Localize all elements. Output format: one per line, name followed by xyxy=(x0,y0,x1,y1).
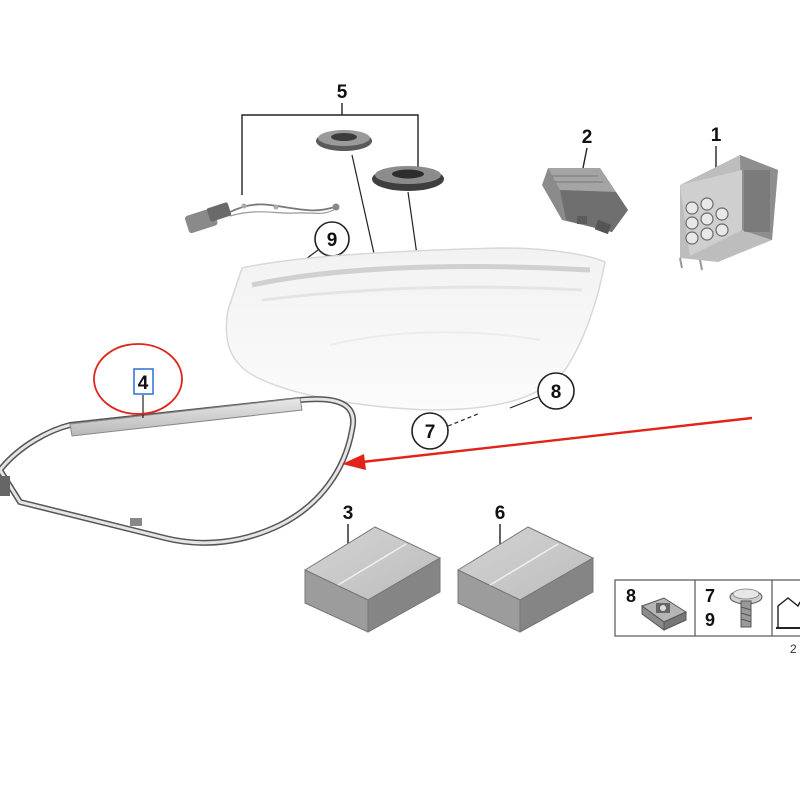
part-2-group: 2 xyxy=(542,127,628,235)
legend-clip-label: 8 xyxy=(626,586,636,606)
leader-8 xyxy=(509,396,539,409)
part-4-group: 4 xyxy=(0,343,357,546)
part-5-group: 5 xyxy=(241,82,444,263)
arrow-head xyxy=(342,454,366,470)
clip-icon xyxy=(640,597,688,631)
legend-screw-label-bottom: 9 xyxy=(705,610,715,630)
seal-lower xyxy=(372,166,444,191)
part-6-group: 6 xyxy=(456,503,595,633)
highlight-arrow xyxy=(342,416,753,470)
callout-5: 5 xyxy=(337,82,348,103)
callout-8: 8 xyxy=(551,382,562,403)
callout-7-group: 7 xyxy=(411,412,479,450)
leader-5 xyxy=(241,114,419,195)
bracket-symbol-icon xyxy=(776,597,800,629)
small-parts-legend: 8 7 9 2 xyxy=(614,579,800,656)
part-1-group: 1 xyxy=(679,125,778,271)
part-3-group: 3 xyxy=(303,503,442,633)
callout-7-circle xyxy=(411,412,449,450)
callout-4: 4 xyxy=(138,373,149,394)
selection-box-4 xyxy=(133,368,154,395)
box-3 xyxy=(303,526,442,633)
headlight-lens xyxy=(225,247,606,411)
callout-7: 7 xyxy=(425,422,436,443)
leader-2 xyxy=(582,147,588,169)
light-guide-inner xyxy=(0,397,355,545)
seal-upper xyxy=(316,130,372,151)
arrow-shaft xyxy=(361,416,753,464)
led-module xyxy=(679,155,778,271)
callout-6: 6 xyxy=(495,503,506,524)
light-guide-bar xyxy=(69,397,303,437)
highlight-circle xyxy=(93,343,183,415)
diagram-id-number: 2 xyxy=(790,642,797,656)
control-unit xyxy=(542,168,628,235)
callout-9: 9 xyxy=(327,230,338,251)
leader-7 xyxy=(447,413,479,427)
box-6 xyxy=(456,526,595,633)
wiring-harness xyxy=(184,202,340,234)
callout-8-circle xyxy=(537,372,575,410)
leader-seal-upper xyxy=(351,154,376,259)
light-guide-connector xyxy=(0,476,10,496)
callout-2: 2 xyxy=(582,127,593,148)
callout-3: 3 xyxy=(343,503,354,524)
screw-icon xyxy=(729,588,763,628)
light-guide-clip xyxy=(130,518,142,526)
callout-1: 1 xyxy=(711,125,722,146)
callout-8-group: 8 xyxy=(509,372,575,410)
legend-screw-label-top: 7 xyxy=(705,586,715,606)
